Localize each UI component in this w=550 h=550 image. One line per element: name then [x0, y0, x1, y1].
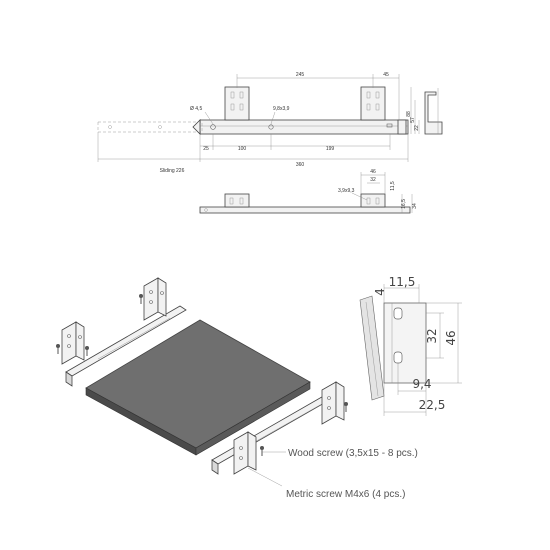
bracket-slot-bottom: [393, 351, 403, 364]
dim-22-5-detail: 22,5: [419, 398, 446, 412]
dim-46-detail: 46: [444, 330, 458, 345]
right-rear-bracket: [321, 381, 345, 425]
extended-rail-phantom: [97, 121, 203, 133]
dim-34: 34: [412, 203, 418, 209]
bracket-slot-top: [393, 307, 403, 320]
dim-11-5-top: 11,5: [390, 181, 396, 191]
shelf-board-side: [195, 381, 311, 456]
dim-sliding: Sliding 226: [160, 168, 185, 174]
front-bracket: [224, 86, 250, 121]
dim-9-4-detail: 9,4: [412, 377, 431, 391]
rear-bracket: [360, 86, 386, 121]
right-front-bracket: [233, 431, 257, 475]
dim-hole-diameter: Ø 4,5: [190, 106, 202, 112]
dim-360: 360: [296, 162, 305, 168]
dim-245: 245: [296, 72, 305, 78]
bracket-face: [383, 302, 427, 384]
bracket-detail: 11,5 4 32 46 9,4 22,5: [359, 275, 462, 416]
top-rail: [199, 206, 411, 214]
left-front-bracket: [61, 321, 85, 365]
dim-height-88: 88: [406, 111, 412, 117]
dim-11-5-detail: 11,5: [389, 275, 416, 289]
dim-slot: 9,8x3,9: [273, 106, 290, 112]
dim-100: 100: [238, 146, 247, 152]
left-rear-bracket: [143, 277, 167, 321]
assembly-view: Wood screw (3,5x15 - 8 pcs.) Metric scre…: [56, 277, 418, 500]
wood-screw-icon: [56, 294, 143, 356]
dim-46: 46: [370, 169, 376, 175]
dim-32: 32: [370, 177, 376, 183]
dim-height-57: 57: [410, 117, 416, 123]
dim-45: 45: [383, 72, 389, 78]
dim-4-detail: 4: [373, 288, 387, 296]
dim-height-22: 22: [414, 125, 420, 131]
side-view: 245 45 Ø 4,5 9,8x3,9 25 100 199 Sliding …: [97, 72, 443, 174]
metric-screw-icon: [260, 402, 348, 456]
rail-end-profile: [424, 91, 443, 135]
top-view: 46 32 3,9x9,3 11,5 16,5 34: [199, 169, 418, 214]
metric-screw-label: Metric screw M4x6 (4 pcs.): [286, 489, 405, 500]
dim-slot-top: 3,9x9,3: [338, 188, 355, 194]
dim-25: 25: [203, 146, 209, 152]
dim-16-5: 16,5: [401, 199, 407, 209]
dim-32-detail: 32: [425, 328, 439, 343]
wood-screw-label: Wood screw (3,5x15 - 8 pcs.): [288, 448, 418, 459]
dim-199: 199: [326, 146, 335, 152]
slide-rail: [199, 119, 409, 135]
